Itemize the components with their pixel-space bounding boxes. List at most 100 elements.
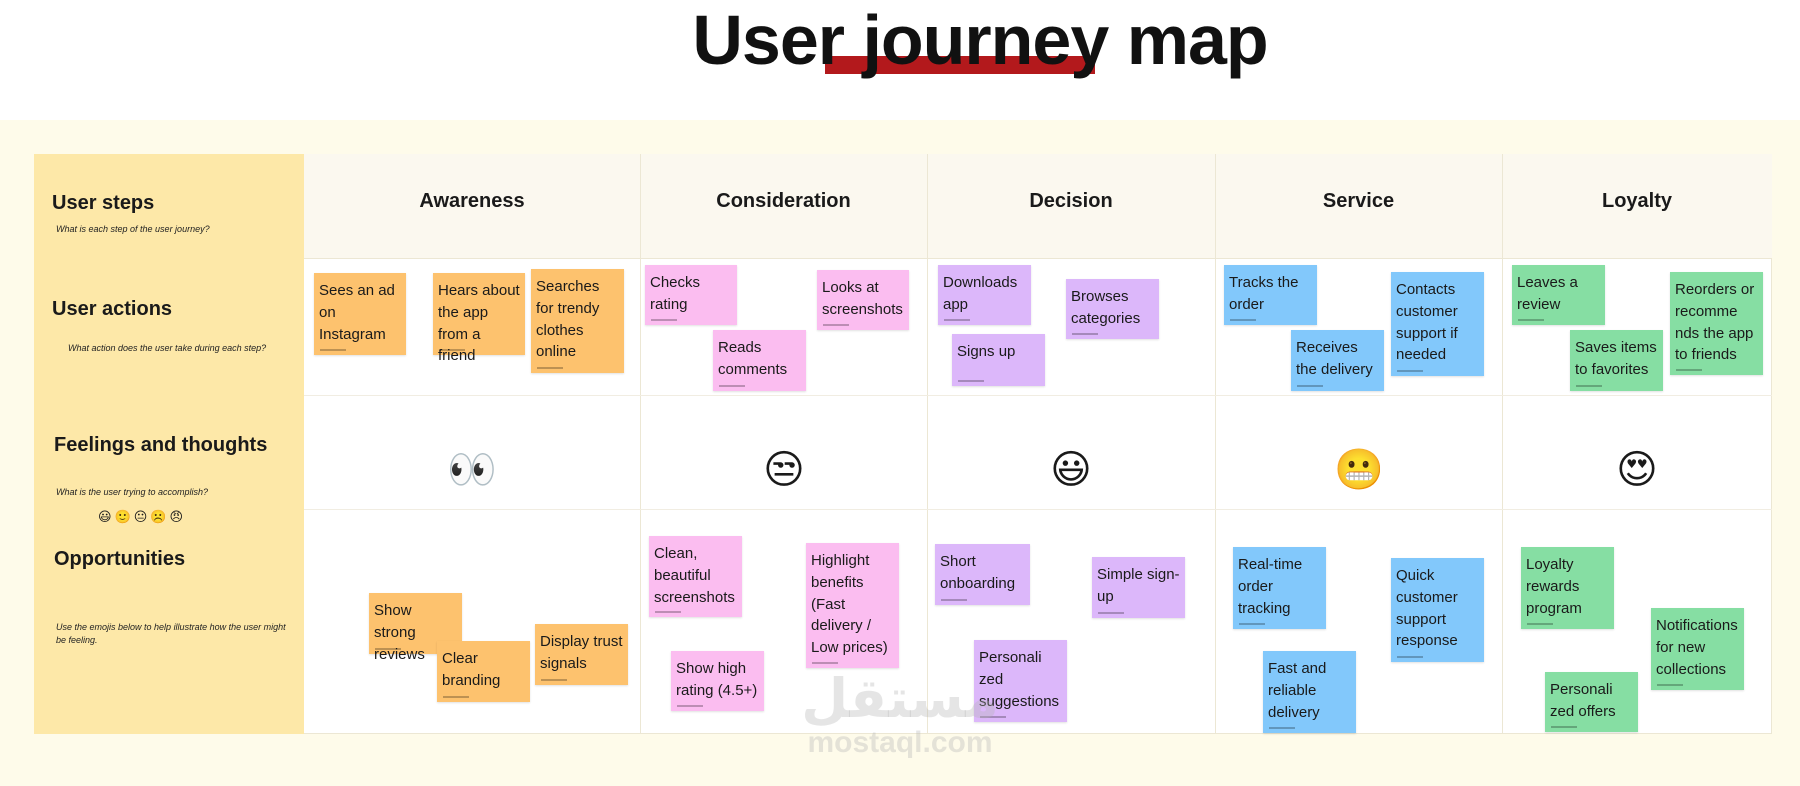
sticky-note[interactable]: Highlight benefits (Fast delivery / Low … xyxy=(806,543,899,668)
sticky-note-text: Fast and reliable delivery xyxy=(1268,660,1327,721)
sticky-note-text: Reorders or recomme nds the app to frien… xyxy=(1675,281,1755,364)
sticky-note-text: Checks rating xyxy=(650,274,701,313)
sticky-note[interactable]: Browses categories xyxy=(1066,279,1159,339)
note-author-mark xyxy=(320,349,346,351)
sticky-note-text: Display trust signals xyxy=(540,633,623,672)
sticky-note-text: Clean, beautiful screenshots xyxy=(654,545,735,606)
note-author-mark xyxy=(719,385,745,387)
sticky-note[interactable]: Personali zed suggestions xyxy=(974,640,1067,722)
unamused-face-emoji-icon: 😒 xyxy=(763,448,805,492)
stage-header-service: Service xyxy=(1322,190,1395,212)
heart-eyes-emoji-icon: 😍 xyxy=(1616,448,1658,492)
sticky-note[interactable]: Loyalty rewards program xyxy=(1521,547,1614,629)
sticky-note[interactable]: Display trust signals xyxy=(535,624,628,685)
watermark: مستقل mostaql.com xyxy=(780,672,1020,760)
sticky-note-text: Receives the delivery xyxy=(1296,339,1373,378)
sticky-note[interactable]: Clean, beautiful screenshots xyxy=(649,536,742,617)
sticky-note[interactable]: Show high rating (4.5+) xyxy=(671,651,764,711)
sticky-note-text: Browses categories xyxy=(1071,288,1141,327)
sticky-note[interactable]: Hears about the app from a friend xyxy=(433,273,525,364)
sticky-note[interactable]: Real-time order tracking xyxy=(1233,547,1326,629)
sticky-note[interactable]: Looks at screenshots xyxy=(817,270,909,330)
sticky-note[interactable]: Sees an ad on Instagram xyxy=(314,273,406,355)
sticky-note[interactable]: Reads comments xyxy=(713,330,806,391)
sticky-note[interactable]: Notifications for new collections xyxy=(1651,608,1744,690)
row-label-column xyxy=(34,154,304,734)
sticky-note-text: Leaves a review xyxy=(1517,274,1578,313)
note-author-mark xyxy=(1518,319,1544,321)
sticky-note-text: Hears about the app from a friend xyxy=(438,282,520,365)
sticky-note-text: Show high rating (4.5+) xyxy=(676,660,758,699)
title-area: User journey map xyxy=(0,0,1800,110)
note-author-mark xyxy=(1269,727,1295,729)
note-author-mark xyxy=(812,662,838,664)
column-divider xyxy=(1502,154,1503,734)
note-author-mark xyxy=(1657,684,1683,686)
sticky-note-text: Signs up xyxy=(957,343,1016,360)
note-author-mark xyxy=(1397,370,1423,372)
sticky-note-text: Personali zed offers xyxy=(1550,681,1616,720)
row-title-opportunities: Opportunities xyxy=(54,548,186,570)
sticky-note-text: Reads comments xyxy=(718,339,788,378)
title-highlight xyxy=(825,56,1095,74)
sticky-note-text: Short onboarding xyxy=(940,553,1016,592)
column-divider xyxy=(927,154,928,734)
sticky-note[interactable]: Downloads app xyxy=(938,265,1031,325)
sticky-note[interactable]: Contacts customer support if needed xyxy=(1391,272,1484,376)
sticky-note-text: Looks at screenshots xyxy=(822,279,903,318)
sticky-note[interactable]: Leaves a review xyxy=(1512,265,1605,325)
row-title-feelings: Feelings and thoughts xyxy=(54,434,268,456)
column-divider xyxy=(640,154,641,734)
note-author-mark xyxy=(651,319,677,321)
sticky-note[interactable]: Checks rating xyxy=(645,265,737,325)
note-author-mark xyxy=(941,599,967,601)
note-author-mark xyxy=(1576,385,1602,387)
sticky-note[interactable]: Receives the delivery xyxy=(1291,330,1384,391)
sticky-note[interactable]: Simple sign-up xyxy=(1092,557,1185,618)
sticky-note-text: Clear branding xyxy=(442,650,501,689)
sticky-note-text: Contacts customer support if needed xyxy=(1396,281,1458,364)
note-author-mark xyxy=(1676,369,1702,371)
note-author-mark xyxy=(655,611,681,613)
sticky-note-text: Simple sign-up xyxy=(1097,566,1180,605)
note-author-mark xyxy=(1098,612,1124,614)
sticky-note-text: Real-time order tracking xyxy=(1238,556,1303,617)
row-hint-opportunities: Use the emojis below to help illustrate … xyxy=(56,622,286,645)
note-author-mark xyxy=(439,349,465,351)
note-author-mark xyxy=(1297,385,1323,387)
sticky-note[interactable]: Saves items to favorites xyxy=(1570,330,1663,391)
sticky-note[interactable]: Clear branding xyxy=(437,641,530,702)
row-hint-feelings: What is the user trying to accomplish? xyxy=(56,487,209,497)
grinning-face-emoji-icon: 😃 xyxy=(1050,448,1092,492)
sticky-note[interactable]: Short onboarding xyxy=(935,544,1030,605)
sticky-note-text: Searches for trendy clothes online xyxy=(536,278,600,361)
stage-header-consideration: Consideration xyxy=(716,190,851,212)
row-title-steps: User steps xyxy=(52,192,155,214)
stage-header-awareness: Awareness xyxy=(419,190,525,212)
sticky-note-text: Loyalty rewards program xyxy=(1526,556,1582,617)
note-author-mark xyxy=(1072,333,1098,335)
sticky-note-text: Show strong reviews xyxy=(374,602,425,663)
note-author-mark xyxy=(677,705,703,707)
sticky-note[interactable]: Tracks the order xyxy=(1224,265,1317,325)
sticky-note[interactable]: Fast and reliable delivery xyxy=(1263,651,1356,733)
sticky-note[interactable]: Personali zed offers xyxy=(1545,672,1638,732)
sticky-note[interactable]: Quick customer support response xyxy=(1391,558,1484,662)
note-author-mark xyxy=(443,696,469,698)
note-author-mark xyxy=(980,716,1006,718)
sticky-note[interactable]: Searches for trendy clothes online xyxy=(531,269,624,373)
sticky-note[interactable]: Reorders or recomme nds the app to frien… xyxy=(1670,272,1763,375)
row-divider xyxy=(304,395,1772,396)
note-author-mark xyxy=(1551,726,1577,728)
note-author-mark xyxy=(1239,623,1265,625)
row-hint-actions: What action does the user take during ea… xyxy=(68,343,267,353)
page-title: User journey map xyxy=(692,1,1268,79)
sticky-note-text: Tracks the order xyxy=(1229,274,1299,313)
column-divider xyxy=(1215,154,1216,734)
sticky-note-text: Notifications for new collections xyxy=(1656,617,1738,678)
sticky-note-text: Downloads app xyxy=(943,274,1018,313)
watermark-latin: mostaql.com xyxy=(807,726,993,759)
note-author-mark xyxy=(823,324,849,326)
sticky-note[interactable]: Signs up xyxy=(952,334,1045,386)
sticky-note-text: Quick customer support response xyxy=(1396,567,1458,650)
